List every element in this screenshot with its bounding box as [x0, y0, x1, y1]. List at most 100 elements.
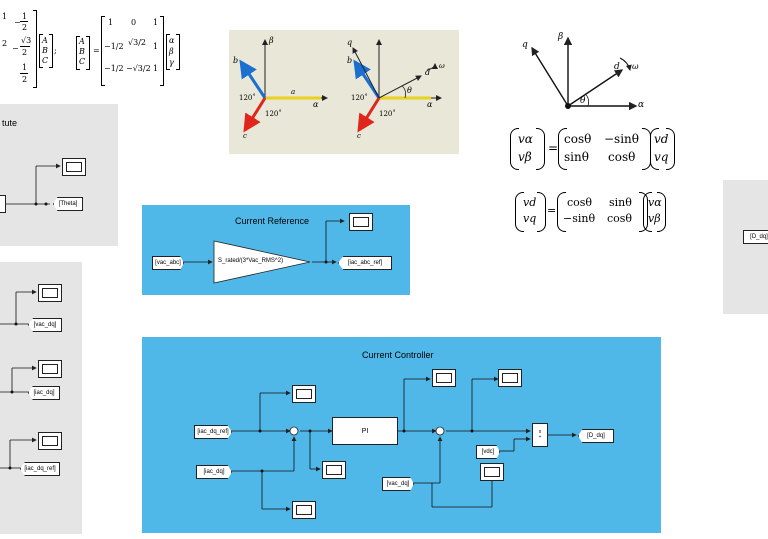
scope-cc-5[interactable]: [498, 369, 522, 387]
scope-cc-6[interactable]: [480, 463, 504, 481]
rhs-gamma: γ: [169, 58, 174, 67]
label-d: d: [425, 68, 431, 77]
dq-label-d: d: [614, 62, 620, 72]
label-b-r: b: [347, 56, 353, 65]
from-iac-dq[interactable]: [iac_dq]: [196, 465, 232, 479]
label-120-c: 120˚: [351, 94, 368, 102]
clarke-equation: 1 − 1 2 2 − √3 2 1 2 A B C ; A B C = 1 0…: [0, 6, 210, 92]
subsystem-panel-top-left[interactable]: tute [Theta]: [0, 104, 118, 246]
panel-ml-wires: [0, 289, 37, 470]
rhs-v-q: vq: [654, 150, 669, 164]
scope-cc-4[interactable]: [432, 369, 456, 387]
label-b: b: [233, 56, 239, 65]
from-d-dq[interactable]: [D_dq]: [743, 230, 768, 244]
separator: ;: [54, 46, 57, 55]
label-120-d: 120˚: [379, 110, 396, 118]
current-reference-subsystem[interactable]: Current Reference [vac_abc] S_rated/(3*V…: [142, 205, 410, 295]
from-vac-abc[interactable]: [vac_abc]: [152, 256, 184, 270]
subsystem-panel-right[interactable]: [D_dq]: [723, 180, 768, 314]
label-120-b: 120˚: [265, 110, 282, 118]
rhs-v-d: vd: [654, 132, 669, 146]
m1-1-0: sinθ: [564, 150, 589, 164]
current-controller-subsystem[interactable]: Current Controller [iac_dq_ref] [iac_dq]…: [142, 337, 661, 533]
scope-iac-dq-ref[interactable]: [38, 432, 62, 450]
goto-vac-dq[interactable]: [vac_dq]: [28, 318, 62, 332]
product-div: ÷: [538, 434, 542, 440]
panel-tl-title: tute: [2, 118, 18, 128]
dq-label-beta: β: [558, 32, 564, 42]
label-beta: β: [269, 36, 274, 45]
frac-num: 1: [22, 63, 28, 72]
label-c: c: [243, 132, 247, 140]
frac-num: 2: [2, 39, 8, 48]
sign: −: [14, 18, 21, 27]
scope-theta[interactable]: [62, 158, 86, 176]
subsystem-panel-mid-left[interactable]: [vac_dq] [iac_dq] [iac_dq_ref]: [0, 262, 82, 534]
goto-theta[interactable]: [Theta]: [53, 197, 83, 211]
block-partial[interactable]: [0, 195, 6, 213]
goto-iac-dq-ref[interactable]: [iac_dq_ref]: [20, 462, 60, 476]
m-2-0: −1/2: [104, 64, 124, 73]
m-0-0: 1: [108, 18, 114, 27]
frac-den: 2: [22, 23, 28, 32]
dq-label-q: q: [522, 40, 528, 50]
m2-0-0: cosθ: [567, 196, 593, 209]
m2-0-1: sinθ: [609, 196, 632, 209]
label-omega: ω: [439, 62, 445, 70]
goto-iac-dq[interactable]: [iac_dq]: [28, 386, 60, 400]
panel-tl-wires: [0, 163, 61, 206]
frac-num: 1: [22, 12, 28, 21]
product-block[interactable]: x ÷: [532, 423, 548, 447]
frac-den: 2: [22, 75, 28, 84]
m2-1-0: −sinθ: [563, 212, 596, 225]
label-theta: θ: [407, 86, 412, 95]
m-1-1: √3/2: [128, 38, 146, 47]
vector-diagram-svg: [239, 39, 442, 133]
frac-num: 1: [2, 12, 8, 21]
lhs-v-alpha: vα: [518, 132, 533, 146]
goto-d-dq[interactable]: [D_dq]: [578, 429, 614, 443]
dq-label-alpha: α: [638, 100, 645, 110]
frac-num: √3: [21, 36, 32, 45]
park-equation-1: vα vβ = cosθ −sinθ sinθ cosθ vd vq: [510, 126, 675, 172]
m-0-2: 1: [153, 18, 159, 27]
scope-iac-abc-ref[interactable]: [349, 213, 373, 231]
lhs-a: A: [79, 37, 85, 46]
dq-label-theta: θ: [580, 96, 586, 106]
vec-b: B: [42, 46, 48, 55]
from-iac-dq-ref[interactable]: [iac_dq_ref]: [194, 425, 232, 439]
m-1-0: −1/2: [104, 42, 124, 51]
dq-frame-svg: [531, 36, 638, 111]
gain-block[interactable]: [214, 241, 310, 283]
rhs2-v-beta: vβ: [648, 212, 661, 225]
current-reference-wires: [182, 218, 345, 284]
m1-0-0: cosθ: [564, 132, 592, 146]
dq-frame-diagram: q β d ω θ α: [510, 30, 660, 120]
current-controller-title: Current Controller: [362, 350, 434, 360]
rhs-beta: β: [169, 47, 174, 56]
label-q: q: [347, 38, 353, 47]
scope-cc-2[interactable]: [292, 501, 316, 519]
vec-c: C: [42, 56, 49, 65]
m-1-2: 1: [153, 42, 159, 51]
gain-block-label: S_rated/(3*Vac_RMS^2): [218, 258, 284, 264]
pi-controller[interactable]: PI: [332, 417, 398, 445]
scope-vac-dq[interactable]: [38, 284, 62, 302]
lhs-b: B: [79, 47, 85, 56]
goto-iac-abc-ref[interactable]: [iac_abc_ref]: [338, 256, 392, 270]
park-equation-2: vd vq = cosθ sinθ −sinθ cosθ vα vβ: [515, 190, 670, 234]
current-reference-title: Current Reference: [235, 216, 310, 226]
frac-den: 2: [22, 48, 28, 57]
scope-cc-3[interactable]: [322, 461, 346, 479]
scope-cc-1[interactable]: [292, 385, 316, 403]
product-x: x: [538, 429, 542, 435]
label-alpha-r: α: [427, 100, 433, 109]
lhs-c: C: [79, 57, 86, 66]
m1-1-1: cosθ: [608, 150, 636, 164]
lhs2-v-q: vq: [523, 212, 537, 225]
from-vac-dq[interactable]: [vac_dq]: [382, 477, 414, 491]
scope-iac-dq[interactable]: [38, 360, 62, 378]
from-vdc[interactable]: [vdc]: [476, 445, 500, 459]
lhs2-v-d: vd: [523, 196, 537, 209]
label-a: a: [291, 88, 296, 96]
